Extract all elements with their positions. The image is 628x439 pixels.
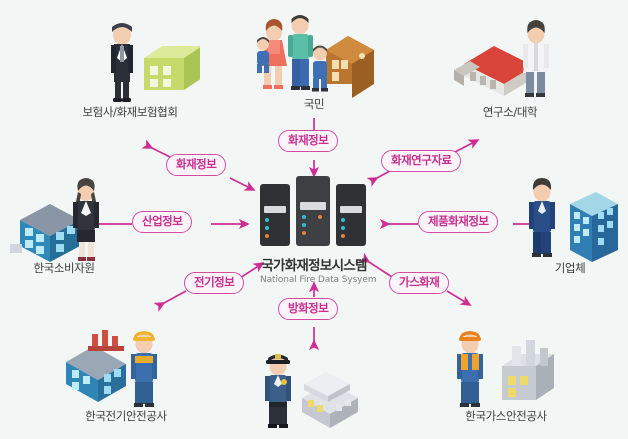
node-gas-safety-corp[interactable]: 한국가스안전공사 bbox=[428, 318, 584, 424]
connector-label-gas-fire[interactable]: 가스화재 bbox=[389, 272, 450, 294]
family-with-house-icon bbox=[244, 6, 384, 98]
electrician-with-plant-icon bbox=[48, 318, 204, 407]
businesswoman-with-office-icon bbox=[2, 170, 126, 262]
node-label: 한국전기안전공사 bbox=[85, 409, 167, 423]
connector-label-fire-info-left[interactable]: 화재정보 bbox=[166, 154, 227, 176]
node-consumer-agency[interactable]: 한국소비자원 bbox=[2, 170, 126, 276]
node-citizens[interactable]: 국민 bbox=[244, 6, 384, 112]
connector-label-fire-info-top[interactable]: 화재정보 bbox=[278, 130, 339, 152]
worker-with-office-tower-icon bbox=[512, 170, 628, 262]
server-stack-icon bbox=[260, 176, 368, 248]
node-insurance[interactable]: 보험사/화재보험협회 bbox=[60, 14, 202, 120]
node-label: 한국소비자원 bbox=[33, 261, 95, 275]
connector-label-industry-info[interactable]: 산업정보 bbox=[132, 211, 193, 233]
node-label: 보험사/화재보험협회 bbox=[82, 105, 178, 119]
node-label: 한국가스안전공사 bbox=[465, 409, 547, 423]
scientist-with-school-icon bbox=[440, 14, 580, 100]
connector-label-arson-info[interactable]: 방화정보 bbox=[278, 298, 339, 320]
node-electric-safety-corp[interactable]: 한국전기안전공사 bbox=[48, 318, 204, 424]
gas-worker-with-plant-icon bbox=[428, 318, 584, 407]
center-node-national-fire-data-system[interactable]: 국가화재정보시스템 National Fire Data Sysyem bbox=[260, 176, 377, 285]
node-label: 국민 bbox=[303, 97, 325, 111]
hub-title-korean: 국가화재정보시스템 bbox=[261, 258, 367, 274]
connector-label-electric-info[interactable]: 전기정보 bbox=[184, 272, 245, 294]
connector-label-fire-research[interactable]: 화재연구자료 bbox=[381, 150, 462, 172]
node-research[interactable]: 연구소/대학 bbox=[440, 14, 580, 120]
node-police[interactable] bbox=[250, 336, 380, 428]
node-company[interactable]: 기업체 bbox=[512, 170, 628, 276]
connector-label-product-fire[interactable]: 제품화재정보 bbox=[418, 211, 499, 233]
businessman-with-building-icon bbox=[60, 14, 202, 102]
node-label: 기업체 bbox=[554, 261, 586, 275]
node-label: 연구소/대학 bbox=[482, 105, 538, 119]
hub-title-english: National Fire Data Sysyem bbox=[260, 275, 377, 285]
police-officer-with-station-icon bbox=[250, 336, 380, 428]
